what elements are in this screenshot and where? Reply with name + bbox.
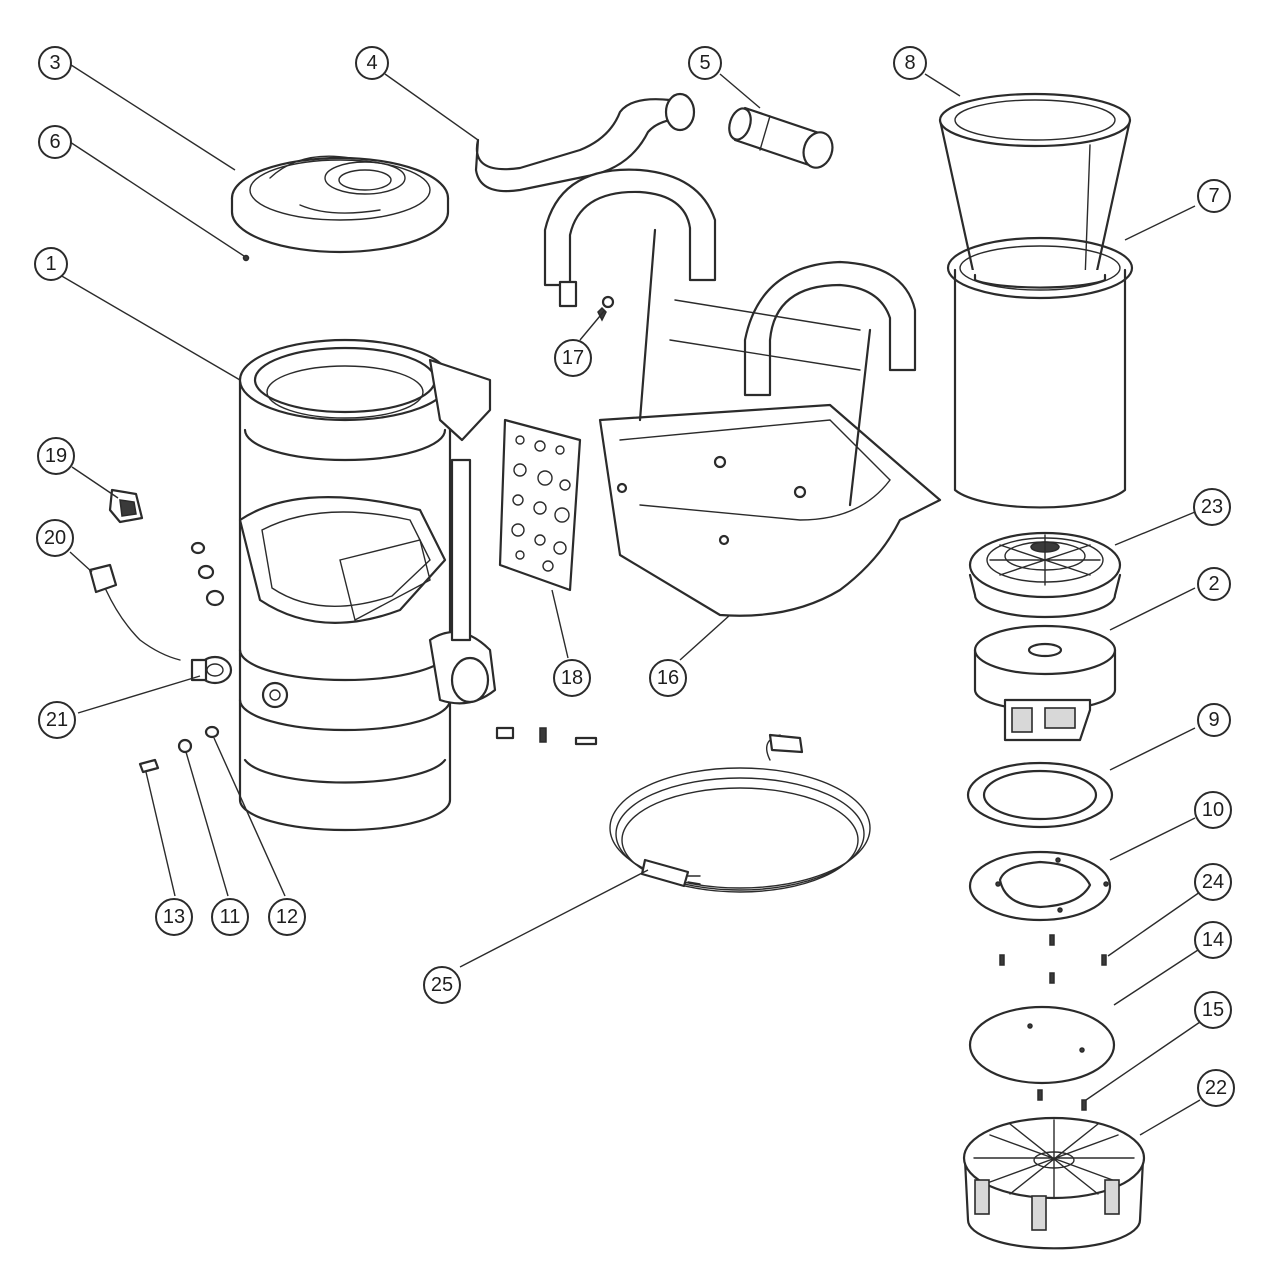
svg-text:11: 11: [220, 906, 241, 928]
callout-7: 7: [1197, 179, 1231, 213]
svg-text:9: 9: [1208, 709, 1219, 731]
svg-text:4: 4: [366, 52, 377, 74]
power-lead: [88, 563, 181, 661]
callout-18: 18: [553, 659, 591, 697]
body-hardware: [190, 541, 598, 746]
harness-screw: [558, 280, 615, 322]
callout-6: 6: [38, 125, 72, 159]
curved-hose: [474, 92, 696, 193]
svg-text:17: 17: [562, 347, 584, 369]
svg-text:20: 20: [44, 527, 66, 549]
callout-16: 16: [649, 659, 687, 697]
callout-24: 24: [1194, 863, 1232, 901]
svg-text:21: 21: [46, 709, 68, 731]
lid-pin: [242, 254, 250, 262]
callout-23: 23: [1193, 488, 1231, 526]
back-pad: [498, 418, 582, 592]
callout-2: 2: [1197, 567, 1231, 601]
callout-21: 21: [38, 701, 76, 739]
motor-mount-plate: [968, 850, 1112, 922]
harness-frame: [543, 168, 942, 617]
callout-15: 15: [1194, 991, 1232, 1029]
svg-text:2: 2: [1208, 573, 1219, 595]
svg-text:19: 19: [45, 445, 67, 467]
exhaust-base: [962, 1116, 1146, 1250]
hose-cuff: [728, 106, 834, 169]
svg-text:23: 23: [1201, 496, 1223, 518]
small-hardware: [138, 725, 220, 774]
svg-text:15: 15: [1202, 999, 1224, 1021]
callout-5: 5: [688, 46, 722, 80]
callout-20: 20: [36, 519, 74, 557]
power-connector: [190, 655, 233, 685]
svg-text:1: 1: [45, 253, 56, 275]
callout-1: 1: [34, 247, 68, 281]
svg-text:14: 14: [1202, 929, 1224, 951]
svg-text:10: 10: [1202, 799, 1224, 821]
vacuum-body: [238, 338, 497, 832]
svg-text:22: 22: [1205, 1077, 1227, 1099]
motor-gasket: [966, 761, 1114, 829]
mount-screws: [999, 934, 1107, 984]
cloth-filter: [938, 92, 1132, 282]
callout-4: 4: [355, 46, 389, 80]
svg-text:8: 8: [904, 52, 915, 74]
callout-9: 9: [1197, 703, 1231, 737]
svg-text:13: 13: [163, 906, 185, 928]
base-plate: [968, 1005, 1116, 1085]
motor-filter-cap: [968, 531, 1122, 619]
svg-text:16: 16: [657, 667, 679, 689]
callout-10: 10: [1194, 791, 1232, 829]
callout-12: 12: [268, 898, 306, 936]
callout-19: 19: [37, 437, 75, 475]
svg-text:25: 25: [431, 974, 453, 996]
filter-canister: [946, 236, 1134, 509]
svg-text:12: 12: [276, 906, 298, 928]
callout-25: 25: [423, 966, 461, 1004]
callout-11: 11: [211, 898, 249, 936]
callout-3: 3: [38, 46, 72, 80]
callout-14: 14: [1194, 921, 1232, 959]
callout-8: 8: [893, 46, 927, 80]
callout-22: 22: [1197, 1069, 1235, 1107]
svg-text:3: 3: [49, 52, 60, 74]
base-screws: [1037, 1089, 1087, 1111]
svg-text:5: 5: [699, 52, 710, 74]
power-cord: [609, 733, 871, 893]
callout-17: 17: [554, 339, 592, 377]
svg-text:6: 6: [49, 131, 60, 153]
top-lid: [230, 155, 450, 254]
svg-text:24: 24: [1202, 871, 1224, 893]
svg-text:7: 7: [1208, 185, 1219, 207]
svg-text:18: 18: [561, 667, 583, 689]
callout-13: 13: [155, 898, 193, 936]
motor: [973, 624, 1117, 742]
cord-clip: [108, 488, 144, 524]
leader-lines: [59, 62, 1201, 1136]
